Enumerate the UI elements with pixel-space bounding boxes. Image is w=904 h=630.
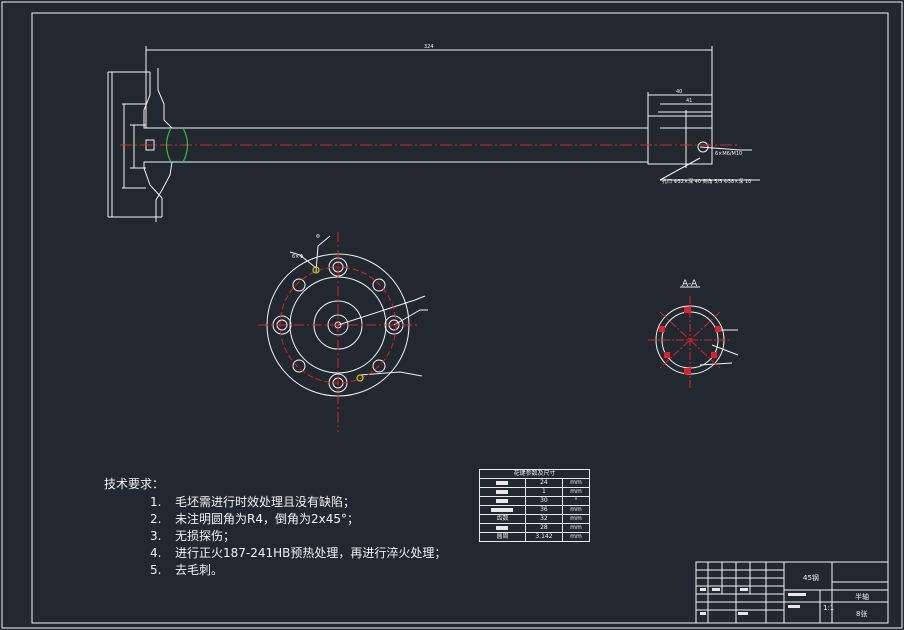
scale-text: 1:1 <box>823 604 835 612</box>
section-label: A-A <box>682 279 698 289</box>
table-header: 花键参数及尺寸 <box>479 469 590 479</box>
flange-front-view <box>266 235 428 397</box>
neck-arc <box>165 127 189 163</box>
material-text: 45钢 <box>803 574 819 582</box>
technical-requirements: 技术要求： 1.毛坯需进行时效处理且没有缺陷； 2.未注明圆角为R4，倒角为2x… <box>104 476 446 579</box>
overall-length-text: 324 <box>424 44 434 50</box>
section-centerlines <box>648 296 732 388</box>
part-name-text: 半轴 <box>855 593 869 601</box>
hole-label: Φ <box>316 234 320 240</box>
sheet-text: 8张 <box>856 610 868 618</box>
callout-text: 6×M6/M10 <box>715 151 742 157</box>
title-block-fills <box>700 588 806 615</box>
note-text: 孔口 Φ32×深 40 倒角 5/5 Φ38×深 10 <box>662 178 751 185</box>
tech-requirement-item: 4.进行正火187-241HB预热处理，再进行淬火处理； <box>150 546 447 560</box>
table-row: 30° <box>479 496 591 506</box>
axle-side-view <box>107 46 760 222</box>
inner-frame <box>31 12 889 624</box>
highlight-marks <box>312 266 364 382</box>
tech-requirement-item: 3.无损探伤； <box>150 529 236 543</box>
pcd-label: 6×Φ <box>292 254 303 260</box>
tech-requirement-item: 2.未注明圆角为R4，倒角为2x45°； <box>150 512 359 526</box>
section-a-a <box>655 286 739 375</box>
end-width-text: 41 <box>686 98 692 104</box>
end-length-text: 40 <box>676 89 682 95</box>
tech-requirements-title: 技术要求： <box>104 477 165 491</box>
tech-requirement-item: 5.去毛刺。 <box>150 563 224 577</box>
flange-centerlines <box>258 232 418 432</box>
title-block <box>695 561 889 624</box>
tech-requirement-item: 1.毛坯需进行时效处理且没有缺陷； <box>150 495 356 509</box>
spline-teeth <box>659 307 721 374</box>
